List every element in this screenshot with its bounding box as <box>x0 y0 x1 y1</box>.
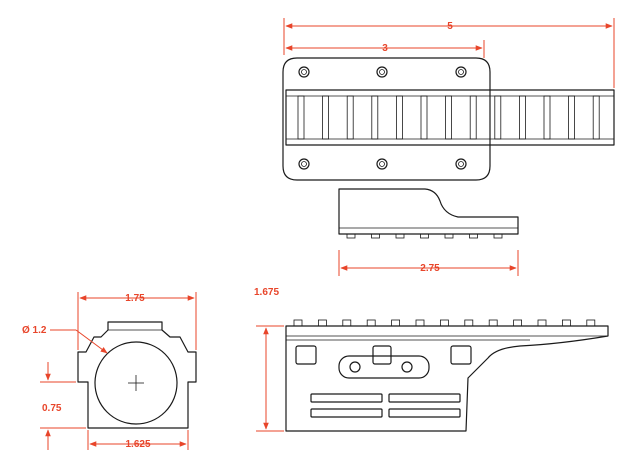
dim-diameter-leader <box>75 329 108 354</box>
rail-tooth <box>317 319 327 327</box>
screw-hole <box>455 66 467 78</box>
screw-hole <box>376 66 388 78</box>
screw-hole-inner <box>301 161 307 167</box>
front-view: 1.75 Ø 1.2 0.75 1.625 <box>22 292 197 450</box>
front-body-outline <box>77 321 197 429</box>
top-rail-slots <box>297 95 600 140</box>
top-screw-holes <box>298 66 467 170</box>
rail-tooth <box>395 233 405 239</box>
side-view-small: 2.75 <box>338 188 519 276</box>
rail-slot <box>445 95 453 140</box>
rail-tooth <box>513 319 522 327</box>
rail-tooth <box>346 233 356 239</box>
rail-tooth <box>420 233 429 239</box>
rail-slot <box>371 95 379 140</box>
top-rail <box>285 89 615 146</box>
dim-rail-length-label: 2.75 <box>420 263 440 274</box>
dim-overall-length-label: 5 <box>447 21 453 32</box>
rail-slot <box>494 95 502 140</box>
dim-base-length-label: 3 <box>382 43 388 54</box>
rail-tooth <box>488 319 498 327</box>
rail-slot <box>519 95 526 140</box>
rail-slot <box>592 95 600 140</box>
vent-slot <box>310 408 383 418</box>
recoil-lug <box>450 345 472 365</box>
rail-slot <box>346 95 354 140</box>
screw-hole-inner <box>458 69 464 75</box>
rail-tooth <box>415 319 425 327</box>
dim-side-height-label: 1.675 <box>254 287 279 298</box>
rail-slot <box>297 95 305 140</box>
top-base-plate <box>282 57 491 181</box>
dim-diameter-label: Ø 1.2 <box>22 325 47 336</box>
dim-front-width-label: 1.75 <box>125 293 145 304</box>
screw-hole <box>401 361 413 373</box>
screw-hole-inner <box>379 161 385 167</box>
large-side-profile <box>285 325 609 432</box>
rail-tooth <box>562 319 571 327</box>
rail-tooth <box>469 233 478 239</box>
screw-slot <box>338 355 430 379</box>
vent-slot <box>310 393 383 403</box>
top-view: 5 3 <box>282 18 615 181</box>
screw-hole <box>298 66 310 78</box>
rail-slot <box>568 95 575 140</box>
rail-tooth <box>464 319 474 327</box>
screw-hole <box>376 158 388 170</box>
rail-tooth <box>444 233 454 239</box>
rail-tooth <box>586 319 596 327</box>
rail-slot <box>469 95 477 140</box>
rail-tooth <box>537 319 547 327</box>
dim-front-height-label: 0.75 <box>42 403 62 414</box>
rail-tooth <box>371 233 380 239</box>
rail-slot <box>420 95 428 140</box>
rail-tooth <box>493 233 503 239</box>
rail-tooth <box>439 319 449 327</box>
vent-slot <box>388 393 461 403</box>
screw-hole-inner <box>458 161 464 167</box>
rail-tooth <box>391 319 401 327</box>
recoil-lug <box>295 345 317 365</box>
rail-slot <box>395 95 403 140</box>
vent-slot <box>388 408 461 418</box>
recoil-lug <box>372 345 392 365</box>
rail-tooth <box>293 319 303 327</box>
screw-hole-inner <box>301 69 307 75</box>
screw-hole <box>455 158 467 170</box>
rail-slot <box>543 95 551 140</box>
rail-tooth <box>366 319 376 327</box>
rail-slot <box>322 95 330 140</box>
large-side-rail-teeth <box>293 319 596 327</box>
dim-bottom-width-label: 1.625 <box>125 439 150 450</box>
screw-hole <box>298 158 310 170</box>
small-side-rail-teeth <box>346 233 503 239</box>
front-scope-ring <box>94 341 178 425</box>
rail-tooth <box>342 319 352 327</box>
screw-hole <box>349 361 361 373</box>
small-side-profile <box>338 188 519 235</box>
side-view-large: 1.675 <box>254 287 609 432</box>
screw-hole-inner <box>379 69 385 75</box>
